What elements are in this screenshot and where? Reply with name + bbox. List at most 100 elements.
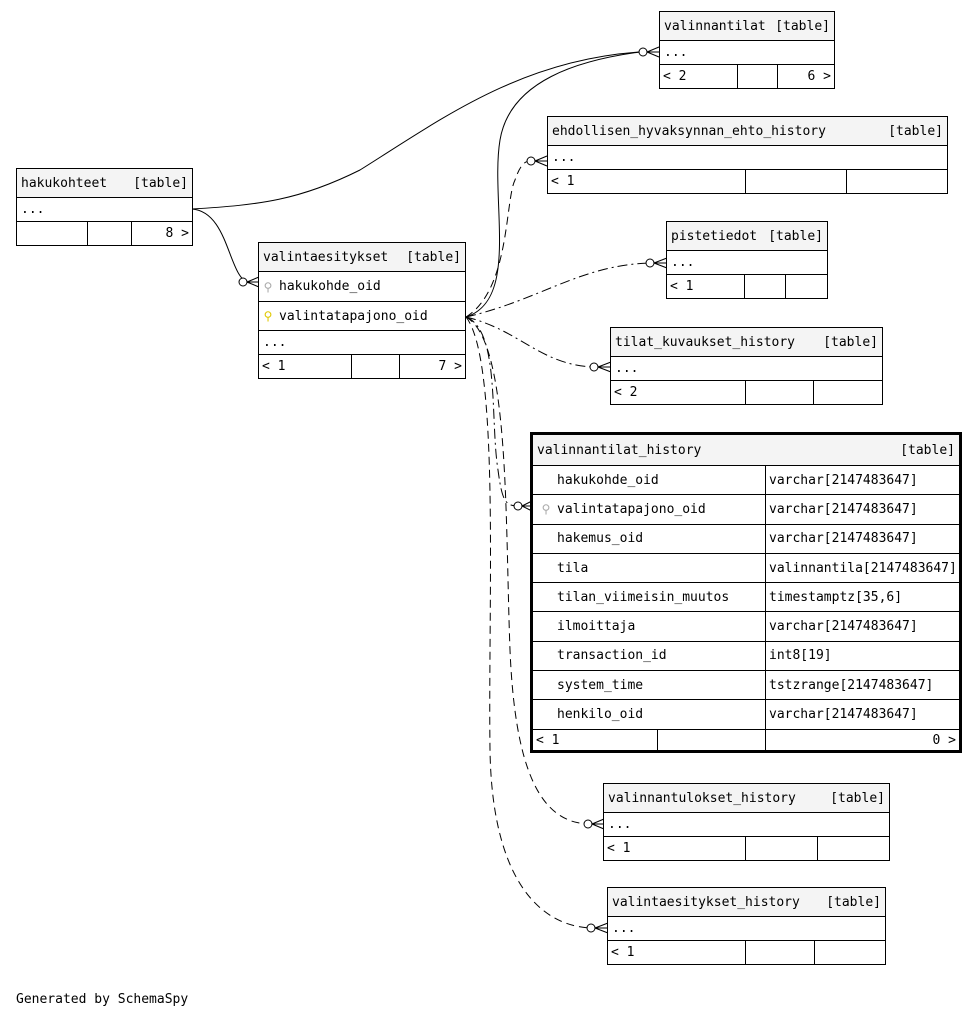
columns-ellipsis: ... xyxy=(259,331,465,355)
table-header: valintaesitykset [table] xyxy=(259,243,465,272)
parents-link[interactable]: < 1 xyxy=(667,275,745,298)
column-row[interactable]: system_time tstzrange[2147483647] xyxy=(533,671,959,701)
column-name-cell: system_time xyxy=(533,671,765,699)
table-pistetiedot[interactable]: pistetiedot [table] ... < 1 xyxy=(666,221,828,299)
table-name: valinnantilat xyxy=(664,18,766,34)
table-header: pistetiedot [table] xyxy=(667,222,827,251)
column-type: tstzrange[2147483647] xyxy=(765,671,959,700)
column-name: ilmoittaja xyxy=(557,619,636,635)
column-type: timestamptz[35,6] xyxy=(765,583,959,612)
column-row[interactable]: ⚲ hakukohde_oid xyxy=(259,272,465,302)
children-cell xyxy=(814,381,882,404)
row-count-cell xyxy=(352,355,400,378)
column-name-cell: tilan_viimeisin_muutos xyxy=(533,583,765,611)
column-type: varchar[2147483647] xyxy=(765,700,959,729)
table-footer: < 2 xyxy=(611,381,882,404)
column-name-cell: ilmoittaja xyxy=(533,612,765,640)
table-valinnantilat[interactable]: valinnantilat [table] ... < 2 6 > xyxy=(659,11,835,89)
row-count-cell xyxy=(745,275,786,298)
parents-link[interactable]: < 2 xyxy=(611,381,746,404)
table-type-tag: [table] xyxy=(888,123,943,139)
children-link[interactable]: 0 > xyxy=(932,733,956,749)
parents-link[interactable]: < 1 xyxy=(259,355,352,378)
columns-ellipsis: ... xyxy=(667,251,827,275)
parents-link[interactable]: < 2 xyxy=(660,65,738,88)
table-footer: < 1 0 > xyxy=(533,729,959,752)
table-valintaesitykset[interactable]: valintaesitykset [table] ⚲ hakukohde_oid… xyxy=(258,242,466,379)
row-count-cell xyxy=(88,222,132,245)
edge-valintaesitykset-pistetiedot xyxy=(465,262,651,318)
parents-link[interactable]: < 1 xyxy=(604,837,746,860)
table-valintaesitykset-history[interactable]: valintaesitykset_history [table] ... < 1 xyxy=(607,887,886,965)
marker-valinnantilat xyxy=(638,47,648,57)
table-type-tag: [table] xyxy=(775,18,830,34)
column-row[interactable]: ilmoittaja varchar[2147483647] xyxy=(533,612,959,642)
parents-link[interactable]: < 1 xyxy=(608,941,746,964)
columns-ellipsis: ... xyxy=(548,146,947,170)
table-type-tag: [table] xyxy=(830,790,885,806)
column-row[interactable]: ⚲ valintatapajono_oid xyxy=(259,302,465,331)
column-type: valinnantila[2147483647] xyxy=(765,553,959,583)
edge-hakukohteet-valintaesitykset xyxy=(191,208,251,284)
marker-tilat-kuvaukset xyxy=(589,362,599,372)
table-ehdollisen-hyvaksynnan-ehto-history[interactable]: ehdollisen_hyvaksynnan_ehto_history [tab… xyxy=(547,116,948,194)
table-footer: < 1 7 > xyxy=(259,355,465,378)
edge-valintaesitykset-tilat-kuvaukset xyxy=(465,316,595,368)
column-name: hakukohde_oid xyxy=(557,472,659,488)
table-header: hakukohteet [table] xyxy=(17,169,192,198)
column-row[interactable]: henkilo_oid varchar[2147483647] xyxy=(533,700,959,730)
columns-ellipsis: ... xyxy=(611,357,882,381)
column-name: valintatapajono_oid xyxy=(557,501,706,517)
row-count-cell xyxy=(738,65,778,88)
row-count-cell xyxy=(658,729,766,752)
column-type: varchar[2147483647] xyxy=(765,495,959,524)
table-footer: < 1 xyxy=(548,170,947,193)
row-count-cell xyxy=(746,941,815,964)
table-name: valintaesitykset xyxy=(263,249,389,265)
columns-ellipsis: ... xyxy=(660,41,834,65)
table-name: valinnantilat_history xyxy=(537,442,702,458)
children-link[interactable]: 8 > xyxy=(165,226,189,241)
marker-valinnantulokset-history xyxy=(583,819,593,829)
table-name: pistetiedot xyxy=(671,228,758,244)
column-name: tila xyxy=(557,560,589,576)
table-type-tag: [table] xyxy=(823,334,878,350)
column-type: varchar[2147483647] xyxy=(765,612,959,641)
table-type-tag: [table] xyxy=(768,228,823,244)
table-name: valinnantulokset_history xyxy=(608,790,796,806)
table-header: valinnantilat_history [table] xyxy=(533,435,959,466)
children-cell xyxy=(847,170,947,193)
primary-key-icon: ⚲ xyxy=(263,309,273,323)
children-cell xyxy=(786,275,827,298)
table-type-tag: [table] xyxy=(900,442,955,458)
table-valinnantulokset-history[interactable]: valinnantulokset_history [table] ... < 1 xyxy=(603,783,890,861)
generated-by-footer: Generated by SchemaSpy xyxy=(16,992,189,1007)
table-valinnantilat-history[interactable]: valinnantilat_history [table] hakukohde_… xyxy=(530,432,962,753)
children-link[interactable]: 7 > xyxy=(438,359,462,374)
table-header: ehdollisen_hyvaksynnan_ehto_history [tab… xyxy=(548,117,947,146)
column-row[interactable]: tila valinnantila[2147483647] xyxy=(533,553,959,584)
table-name: valintaesitykset_history xyxy=(612,894,800,910)
parents-link[interactable]: < 1 xyxy=(533,729,658,752)
table-header: valinnantulokset_history [table] xyxy=(604,784,889,813)
columns-ellipsis: ... xyxy=(17,198,192,222)
column-name-cell: transaction_id xyxy=(533,642,765,670)
children-link[interactable]: 6 > xyxy=(807,69,831,84)
edge-valintaesitykset-valinnantulokset-history xyxy=(465,316,589,825)
parents-link[interactable]: < 1 xyxy=(548,170,746,193)
foreign-key-icon: ⚲ xyxy=(263,279,273,294)
column-type: varchar[2147483647] xyxy=(765,524,959,553)
column-name: transaction_id xyxy=(557,648,667,664)
table-tilat-kuvaukset-history[interactable]: tilat_kuvaukset_history [table] ... < 2 xyxy=(610,327,883,405)
column-name: system_time xyxy=(557,677,644,693)
column-name: henkilo_oid xyxy=(557,707,644,723)
table-hakukohteet[interactable]: hakukohteet [table] ... 8 > xyxy=(16,168,193,246)
columns-ellipsis: ... xyxy=(608,917,885,941)
table-type-tag: [table] xyxy=(133,175,188,191)
